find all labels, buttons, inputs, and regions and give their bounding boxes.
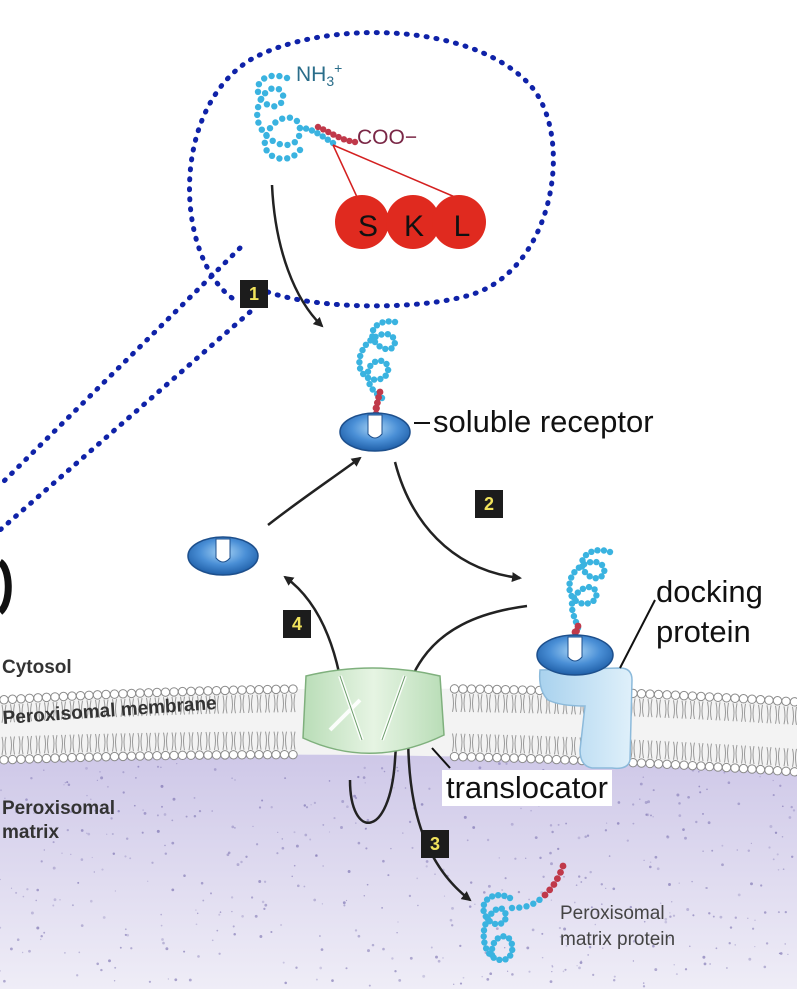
skl-circle-l	[432, 195, 486, 249]
translocator-complex	[302, 667, 445, 755]
docking-label-line2: protein	[656, 614, 751, 649]
partial-circle-edge	[0, 559, 12, 615]
skl-letter-s: S	[358, 210, 378, 243]
receptors	[187, 412, 614, 676]
matrix-speckles	[0, 759, 796, 988]
docking-protein-shape	[538, 667, 633, 770]
skl-circles: S K L	[335, 195, 486, 249]
skl-letter-l: L	[454, 210, 471, 243]
docking-pointer	[619, 599, 656, 669]
soluble-receptor-label: soluble receptor	[433, 404, 654, 439]
peroxisomal-matrix-label-line1: Peroxisomal	[2, 798, 115, 819]
soluble-receptor	[339, 412, 411, 452]
docking-label-line1: docking	[656, 574, 763, 609]
arrow-step-1	[270, 184, 324, 328]
peroxisomal-matrix-label-line2: matrix	[2, 822, 60, 843]
matrix-protein-label-line1: Peroxisomal	[560, 903, 665, 924]
arrow-step-2	[393, 461, 522, 583]
skl-letter-k: K	[404, 210, 424, 243]
protein-chains	[254, 72, 614, 963]
step-1-marker: 1	[240, 280, 268, 308]
arrow-loop-down	[348, 604, 528, 824]
matrix-protein-label-line2: matrix protein	[560, 929, 676, 950]
translocator-label: translocator	[442, 770, 612, 806]
zoom-dotted-outline	[0, 30, 556, 533]
cytosol-label: Cytosol	[2, 657, 72, 678]
step-2-marker: 2	[475, 490, 503, 518]
arrow-receptor-recycle	[267, 456, 362, 526]
coo-label: COO−	[357, 126, 418, 149]
nh3-text: NH	[296, 63, 327, 86]
translocator-pointer	[431, 747, 451, 769]
skl-circle-s	[335, 195, 389, 249]
step-3-marker: 3	[421, 830, 449, 858]
skl-circle-k	[386, 195, 440, 249]
docked-receptor	[536, 634, 614, 676]
nh3-superscript: +	[334, 60, 343, 76]
nh3-label: NH3+	[296, 60, 342, 89]
step-4-marker: 4	[283, 610, 311, 638]
free-receptor	[187, 536, 259, 576]
nh3-subscript: 3	[326, 73, 335, 90]
